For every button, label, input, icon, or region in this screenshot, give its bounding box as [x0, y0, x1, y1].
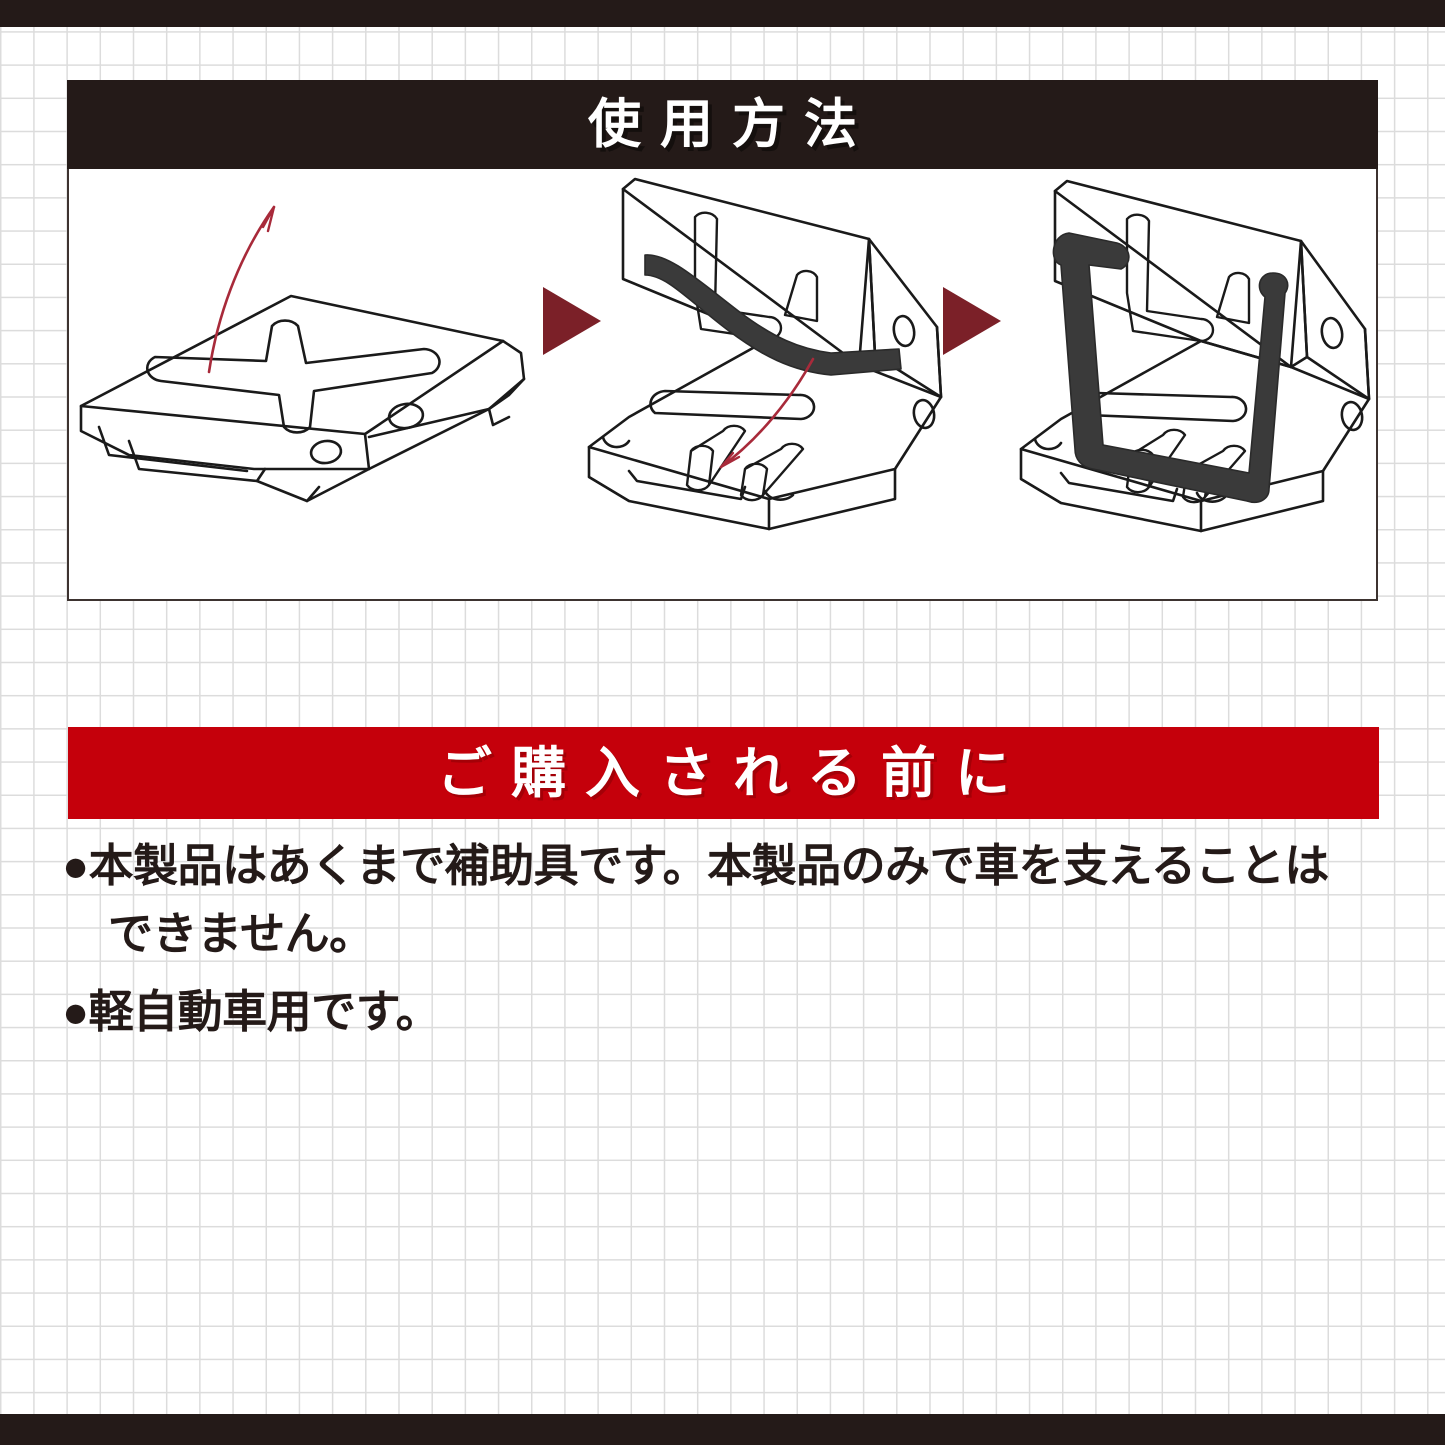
step-arrow-2 — [943, 287, 1001, 355]
step-1-rotation-arrow — [207, 205, 276, 374]
step-2-support-bar — [644, 254, 902, 376]
step-1-cross-slot — [145, 319, 441, 434]
notice-bullet-line-1: ●軽自動車用です。 — [62, 986, 441, 1037]
usage-section-title: 使用方法 — [588, 95, 876, 154]
notice-bullet-item: ●軽自動車用です。 — [62, 978, 1392, 1046]
notice-bullet-item: ●本製品はあくまで補助具です。本製品のみで車を支えることは できません。 — [62, 832, 1392, 968]
step-arrow-1 — [543, 287, 601, 355]
step-2-base-slots — [685, 424, 805, 502]
step-3-base-slots — [1125, 428, 1247, 504]
illustration-detail-lines — [587, 475, 1063, 505]
notice-section-banner: ご購入される前に — [68, 727, 1379, 819]
top-rail-bar — [0, 0, 1445, 27]
step-3-panel-slots — [1125, 213, 1251, 343]
usage-illustration-box — [67, 169, 1378, 601]
bottom-rail-bar — [0, 1414, 1445, 1445]
notice-bullet-list: ●本製品はあくまで補助具です。本製品のみで車を支えることは できません。 ●軽自… — [62, 832, 1392, 1056]
notice-bullet-line-1: ●本製品はあくまで補助具です。本製品のみで車を支えることは — [62, 840, 1329, 891]
step-3-u-locking-bar — [1052, 232, 1289, 504]
notice-bullet-line-2: できません。 — [108, 908, 374, 959]
notice-section-title: ご購入される前に — [436, 741, 1029, 804]
usage-steps-illustration — [79, 177, 1371, 533]
step-1-folded-flat-illustration — [79, 294, 526, 503]
step-1-bolt-holes — [309, 402, 425, 465]
usage-section-banner: 使用方法 — [67, 80, 1378, 169]
step-2-push-arrow — [719, 357, 815, 469]
